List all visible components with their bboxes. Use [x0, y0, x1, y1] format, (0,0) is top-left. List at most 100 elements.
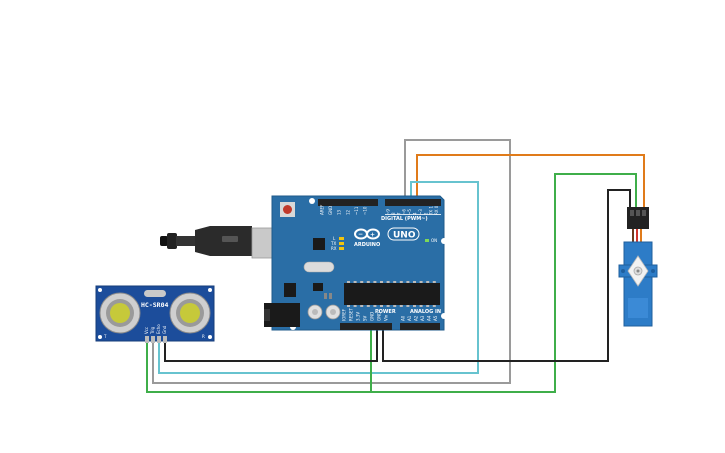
- chip-pin: [432, 281, 436, 283]
- digital-pin-label: 4: [413, 212, 418, 215]
- chip-pin: [406, 305, 410, 307]
- wire-black-servo[interactable]: [382, 189, 631, 362]
- mounting-hole: [441, 313, 447, 319]
- transducer-right-icon: [169, 292, 211, 334]
- sensor-pin-label: Vcc: [144, 327, 149, 334]
- svg-text:−: −: [358, 231, 363, 238]
- led-l-label: L: [333, 236, 336, 241]
- chip-pin: [413, 281, 416, 283]
- mounting-hole: [441, 238, 447, 244]
- power-pin-label: Vin: [384, 314, 389, 321]
- digital-pin-label: 7: [396, 212, 401, 215]
- wire-green[interactable]: [146, 173, 637, 393]
- tx-label: TX: [330, 241, 336, 246]
- chip-pin: [413, 305, 416, 307]
- chip-pin: [426, 305, 430, 307]
- usb-cable-icon[interactable]: [160, 226, 275, 259]
- reset-button-icon[interactable]: [280, 202, 295, 217]
- chip-pin: [360, 281, 364, 283]
- sensor-pin-label: Trig: [150, 326, 155, 335]
- power-pin-label: GND: [377, 312, 382, 321]
- digital-pin-label: 8: [391, 212, 396, 215]
- chip-pin: [393, 281, 397, 283]
- digital-pin-label: ~9: [386, 209, 391, 215]
- atmega-chip: [344, 281, 440, 307]
- chip-pin: [393, 305, 397, 307]
- chip-pin: [373, 281, 377, 283]
- wire-orange[interactable]: [416, 154, 645, 210]
- digital-pin-label: ~3: [418, 209, 423, 215]
- power-pin-label: 5V: [363, 315, 368, 321]
- servo-motor-icon[interactable]: [618, 207, 658, 327]
- crystal: [303, 261, 335, 273]
- chip-pin: [426, 281, 430, 283]
- chip-pin: [366, 281, 370, 283]
- wire-gray[interactable]: [152, 139, 511, 384]
- voltage-regulator: [284, 283, 296, 297]
- chip-pin: [353, 281, 357, 283]
- sensor-name: HC-SR04: [141, 301, 168, 309]
- chip-pin: [432, 305, 436, 307]
- svg-text:UNO: UNO: [393, 231, 416, 241]
- chip-pin: [373, 305, 377, 307]
- analog-pin-label: A1: [407, 315, 412, 321]
- on-label: ON: [431, 238, 437, 243]
- digital-label: DIGITAL (PWM~): [381, 216, 428, 222]
- digital-header: [318, 199, 441, 206]
- sensor-t-mark: T: [103, 334, 107, 339]
- power-pin-label: GND: [370, 312, 375, 321]
- chip-pin: [347, 281, 350, 283]
- sensor-r-mark: R: [202, 334, 205, 339]
- digital-pin-label: GND: [328, 206, 333, 215]
- analog-pin-label: A0: [401, 315, 406, 321]
- sensor-crystal: [144, 290, 166, 297]
- chip-pin: [386, 281, 390, 283]
- power-label: POWER: [375, 309, 396, 315]
- digital-pin-label: ~10: [363, 206, 368, 215]
- uno-badge: UNO: [387, 227, 420, 241]
- chip-pin: [419, 281, 423, 283]
- chip-pin: [380, 281, 383, 283]
- analog-pin-label: A3: [420, 315, 425, 321]
- mounting-hole: [309, 198, 315, 204]
- analog-label: ANALOG IN: [410, 309, 441, 315]
- sensor-pin-label: Echo: [156, 324, 161, 334]
- wires: [146, 139, 645, 393]
- chip-pin: [419, 305, 423, 307]
- chip-pin: [399, 305, 403, 307]
- digital-pin-label: ~6: [402, 209, 407, 215]
- rx-label: RX: [331, 246, 337, 251]
- chip-pin: [360, 305, 364, 307]
- chip-pin: [353, 305, 357, 307]
- analog-header: [400, 323, 440, 330]
- digital-pin-label: AREF: [320, 204, 325, 215]
- power-pin-label: IOREF: [342, 308, 347, 321]
- chip-pin: [380, 305, 383, 307]
- chip-pin: [386, 305, 390, 307]
- chip-pin: [366, 305, 370, 307]
- wire-black[interactable]: [164, 330, 378, 362]
- servo-horn-icon[interactable]: [627, 255, 649, 287]
- analog-pin-label: A2: [414, 315, 419, 321]
- analog-pin-label: A5: [433, 315, 438, 321]
- digital-pin-label: ~5: [407, 209, 412, 215]
- sensor-pin-label: Gnd: [162, 325, 167, 334]
- power-pin-label: 3.3V: [356, 312, 361, 321]
- digital-pin-label: 13: [337, 209, 342, 215]
- digital-pin-label: TX 1: [429, 206, 434, 216]
- chip-pin: [347, 305, 350, 307]
- digital-pin-label: ~11: [354, 206, 359, 215]
- arduino-logo-icon: − +: [354, 228, 380, 240]
- digital-pin-label: RX 0: [434, 205, 439, 215]
- power-header: [340, 323, 392, 330]
- svg-text:+: +: [370, 232, 375, 239]
- digital-pin-label: 2: [423, 212, 428, 215]
- chip-pin: [406, 281, 410, 283]
- wire-cyan[interactable]: [158, 181, 479, 374]
